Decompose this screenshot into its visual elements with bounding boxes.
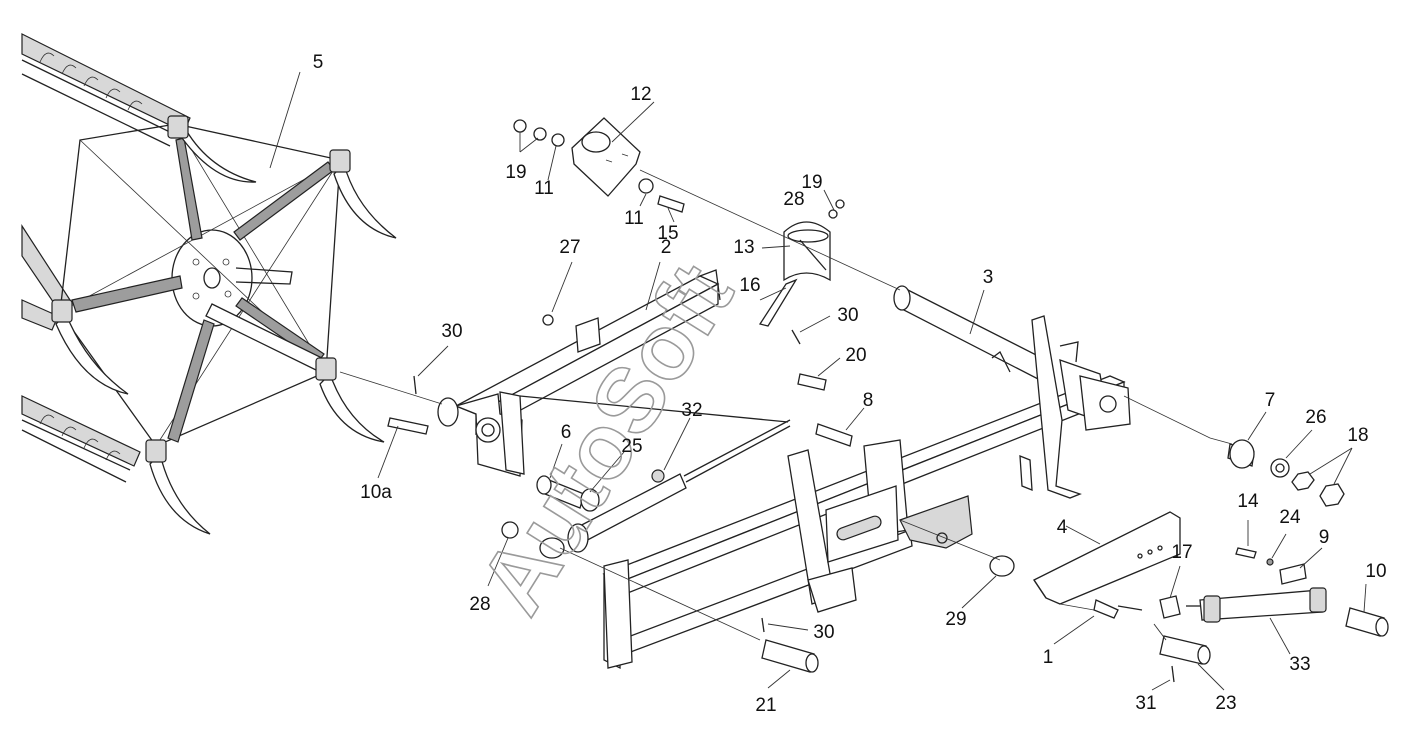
washer-27 — [542, 314, 554, 326]
callout-21: 21 — [755, 695, 776, 716]
callout-19: 19 — [801, 172, 822, 193]
pin-20 — [797, 373, 827, 391]
split-pin-30a — [413, 375, 417, 395]
callout-19: 19 — [505, 162, 526, 183]
callout-27: 27 — [559, 237, 580, 258]
guide-rod — [519, 395, 789, 423]
callout-20: 20 — [845, 345, 866, 366]
callout-32: 32 — [681, 400, 702, 421]
callout-28: 28 — [783, 189, 804, 210]
callout-16: 16 — [739, 275, 760, 296]
callout-5: 5 — [313, 52, 324, 73]
callout-17: 17 — [1171, 542, 1192, 563]
pin-16 — [758, 278, 798, 327]
eye-1 — [1093, 599, 1119, 619]
washer-28b — [501, 521, 519, 539]
callout-18: 18 — [1347, 425, 1368, 446]
bushing-6 — [536, 475, 585, 509]
callout-29: 29 — [945, 609, 966, 630]
washer-11b — [638, 178, 654, 194]
lower-frame — [602, 375, 1126, 670]
nut-19a-2 — [533, 127, 547, 141]
callout-10a: 10a — [360, 482, 392, 503]
callout-15: 15 — [657, 223, 678, 244]
callout-25: 25 — [621, 436, 642, 457]
callout-11: 11 — [534, 178, 554, 199]
split-pin-30c — [761, 617, 765, 633]
bushing-25 — [580, 488, 600, 512]
callout-2: 2 — [661, 237, 672, 258]
washer-28a — [828, 209, 838, 219]
reel-arm-frame — [437, 269, 721, 477]
hydraulic-cylinder-33 — [1186, 587, 1327, 623]
callout-33: 33 — [1289, 654, 1310, 675]
callout-30: 30 — [837, 305, 858, 326]
nut-18a — [1291, 471, 1315, 491]
bushing-7 — [1227, 439, 1255, 469]
reel-spokes — [71, 137, 335, 443]
callout-26: 26 — [1305, 407, 1326, 428]
reel-curved-tines — [55, 128, 397, 535]
callout-4: 4 — [1057, 517, 1068, 538]
bolt-15 — [657, 195, 685, 213]
split-pin-31 — [1171, 665, 1175, 683]
callout-labels: 5 12 19 11 11 15 19 28 13 27 2 16 3 30 3… — [313, 52, 1387, 716]
callout-28: 28 — [469, 594, 490, 615]
plate-12 — [571, 117, 641, 197]
link-4 — [1033, 511, 1181, 605]
callout-1: 1 — [1043, 647, 1054, 668]
callout-23: 23 — [1215, 693, 1236, 714]
pin-10 — [1345, 607, 1389, 637]
nut-17 — [1159, 595, 1181, 619]
callout-10: 10 — [1365, 561, 1386, 582]
washer-24 — [1266, 558, 1274, 566]
leader-lines — [269, 71, 1367, 691]
hydraulic-cylinder-32 — [539, 419, 791, 559]
callout-24: 24 — [1279, 507, 1301, 528]
nut-19b — [835, 199, 845, 209]
bracket-13 — [783, 221, 831, 282]
callout-30: 30 — [441, 321, 462, 342]
reel-tine-bars — [21, 33, 191, 483]
callout-30: 30 — [813, 622, 834, 643]
plate-9 — [1279, 563, 1307, 585]
upper-beam-3 — [893, 285, 1131, 499]
washer-11a — [551, 133, 565, 147]
callout-14: 14 — [1237, 491, 1259, 512]
callout-31: 31 — [1135, 693, 1156, 714]
callout-3: 3 — [983, 267, 994, 288]
nut-18b — [1319, 483, 1345, 507]
frame-bracket — [575, 317, 601, 353]
callout-6: 6 — [561, 422, 572, 443]
callout-7: 7 — [1265, 390, 1276, 411]
reel-assembly — [21, 33, 397, 535]
washer-29 — [989, 555, 1015, 577]
pin-23 — [1159, 635, 1211, 665]
bolt-14 — [1235, 547, 1257, 559]
callout-9: 9 — [1319, 527, 1330, 548]
callout-11: 11 — [624, 208, 644, 229]
washer-26 — [1270, 458, 1290, 478]
pin-21 — [761, 639, 819, 673]
pin-8 — [815, 423, 853, 447]
pin-10a — [387, 417, 429, 435]
callout-13: 13 — [733, 237, 754, 258]
split-pin-30b — [791, 329, 801, 345]
nut-19a-1 — [513, 119, 527, 133]
callout-8: 8 — [863, 390, 874, 411]
callout-12: 12 — [630, 84, 651, 105]
